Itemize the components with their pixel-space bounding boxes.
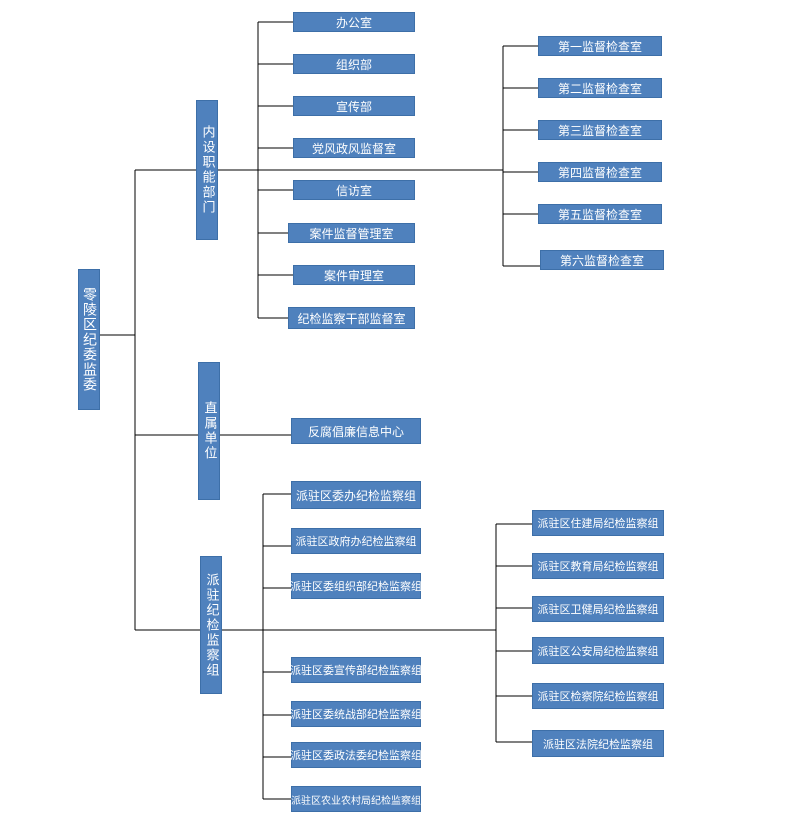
- root-node: 零陵区纪委监委: [78, 269, 100, 410]
- dispatched-group-box: 派驻区教育局纪检监察组: [532, 553, 664, 579]
- dispatched-group-box: 派驻区委统战部纪检监察组: [290, 701, 422, 727]
- dept-box: 党风政风监督室: [293, 138, 415, 158]
- dept-box: 案件审理室: [293, 265, 415, 285]
- branch-dispatched: 派驻纪检监察组: [200, 556, 222, 694]
- dispatched-group-box: 派驻区委办纪检监察组: [291, 481, 421, 509]
- dept-box: 案件监督管理室: [288, 223, 415, 243]
- dept-box: 信访室: [293, 180, 415, 200]
- inspection-office-box: 第六监督检查室: [540, 250, 664, 270]
- dispatched-group-box: 派驻区法院纪检监察组: [532, 730, 664, 757]
- branch-internal: 内设职能部门: [196, 100, 218, 240]
- direct-unit-box: 反腐倡廉信息中心: [291, 418, 421, 444]
- inspection-office-box: 第二监督检查室: [538, 78, 662, 98]
- dispatched-group-box: 派驻区公安局纪检监察组: [532, 637, 664, 664]
- dept-box: 纪检监察干部监督室: [288, 307, 415, 329]
- dept-box: 组织部: [293, 54, 415, 74]
- dispatched-group-box: 派驻区农业农村局纪检监察组: [291, 786, 421, 812]
- dispatched-group-box: 派驻区检察院纪检监察组: [532, 683, 664, 709]
- dept-box: 宣传部: [293, 96, 415, 116]
- dispatched-group-box: 派驻区委组织部纪检监察组: [290, 573, 422, 599]
- dept-box: 办公室: [293, 12, 415, 32]
- inspection-office-box: 第一监督检查室: [538, 36, 662, 56]
- dispatched-group-box: 派驻区卫健局纪检监察组: [532, 596, 664, 622]
- dispatched-group-box: 派驻区委政法委纪检监察组: [290, 742, 422, 768]
- inspection-office-box: 第四监督检查室: [538, 162, 662, 182]
- inspection-office-box: 第三监督检查室: [538, 120, 662, 140]
- dispatched-group-box: 派驻区政府办纪检监察组: [291, 528, 421, 554]
- branch-direct: 直属单位: [198, 362, 220, 500]
- inspection-office-box: 第五监督检查室: [538, 204, 662, 224]
- dispatched-group-box: 派驻区住建局纪检监察组: [532, 510, 664, 536]
- dispatched-group-box: 派驻区委宣传部纪检监察组: [290, 657, 422, 683]
